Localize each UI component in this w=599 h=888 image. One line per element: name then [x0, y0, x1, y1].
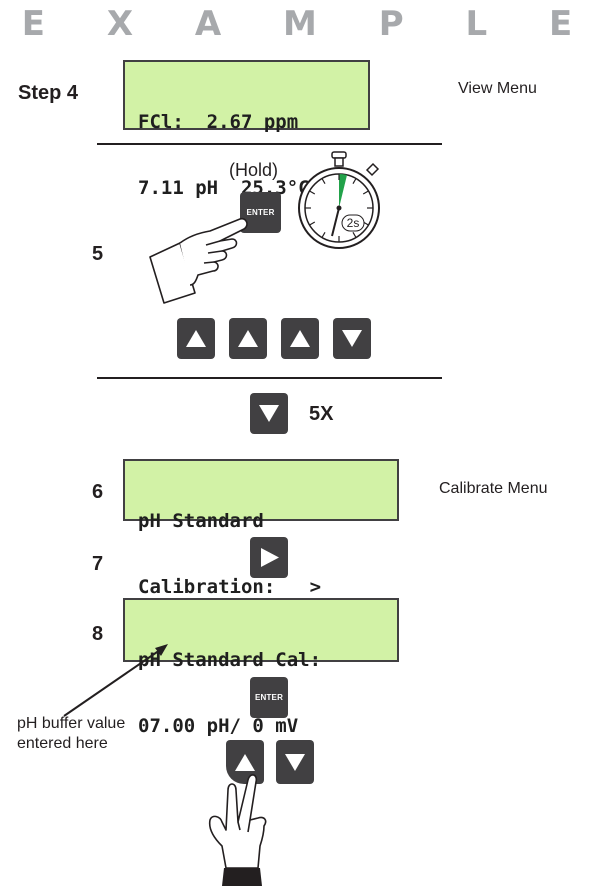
timer-seconds-text: 2s: [347, 216, 360, 230]
up-arrow-icon: [186, 330, 206, 347]
up-arrow-key-3[interactable]: [281, 318, 319, 359]
step-4-label: Step 4: [18, 82, 79, 104]
up-arrow-icon: [238, 330, 258, 347]
up-arrow-key-1[interactable]: [177, 318, 215, 359]
calibrate-menu-label: Calibrate Menu: [439, 480, 548, 497]
lcd-line-2: Calibration: >: [138, 576, 322, 598]
repeat-count-label: 5X: [309, 403, 334, 425]
step-7-label: 7: [92, 553, 104, 575]
down-arrow-icon: [259, 405, 279, 422]
down-arrow-key-3[interactable]: [276, 740, 314, 784]
down-arrow-icon: [342, 330, 362, 347]
hand-pointing-icon: [149, 217, 248, 304]
right-arrow-key[interactable]: [250, 537, 288, 578]
enter-key-label: ENTER: [254, 693, 284, 702]
down-arrow-icon: [285, 754, 305, 771]
lcd-line-2: 07.00 pH/ 0 mV: [138, 715, 299, 737]
pointer-arrow-icon: [63, 644, 168, 717]
buffer-note-line-1: pH buffer value: [17, 715, 126, 732]
step-6-label: 6: [92, 481, 104, 503]
view-menu-label: View Menu: [458, 80, 537, 97]
enter-key-2[interactable]: ENTER: [250, 677, 288, 718]
example-title: E X A M P L E: [21, 4, 598, 44]
lcd-standard-cal-display: pH Standard Cal: 07.00 pH/ 0 mV: [123, 598, 399, 737]
divider: [97, 143, 442, 145]
buffer-note: pH buffer value entered here: [17, 714, 125, 754]
right-arrow-icon: [261, 548, 279, 567]
down-arrow-key-2[interactable]: [250, 393, 288, 434]
step-8-label: 8: [92, 623, 104, 645]
lcd-view-display: FCl: 2.67 ppm 7.11 pH 25.3°C: [123, 60, 370, 199]
lcd-line-1: pH Standard Cal:: [138, 649, 322, 671]
up-arrow-icon: [235, 754, 255, 771]
buffer-note-line-2: entered here: [17, 735, 108, 752]
up-arrow-icon: [290, 330, 310, 347]
enter-key-label: ENTER: [246, 208, 275, 217]
hold-label: (Hold): [229, 160, 279, 180]
lcd-line-1: FCl: 2.67 ppm: [138, 111, 299, 133]
divider: [97, 377, 442, 379]
lcd-calibrate-display: pH Standard Calibration: >: [123, 459, 399, 598]
step-5-label: 5: [92, 243, 104, 265]
up-arrow-key-2[interactable]: [229, 318, 267, 359]
stopwatch-icon: 2s: [298, 151, 380, 249]
lcd-line-1: pH Standard: [138, 510, 264, 532]
down-arrow-key-1[interactable]: [333, 318, 371, 359]
up-arrow-key-4[interactable]: [226, 740, 264, 784]
hand-two-fingers-icon: [208, 774, 267, 886]
